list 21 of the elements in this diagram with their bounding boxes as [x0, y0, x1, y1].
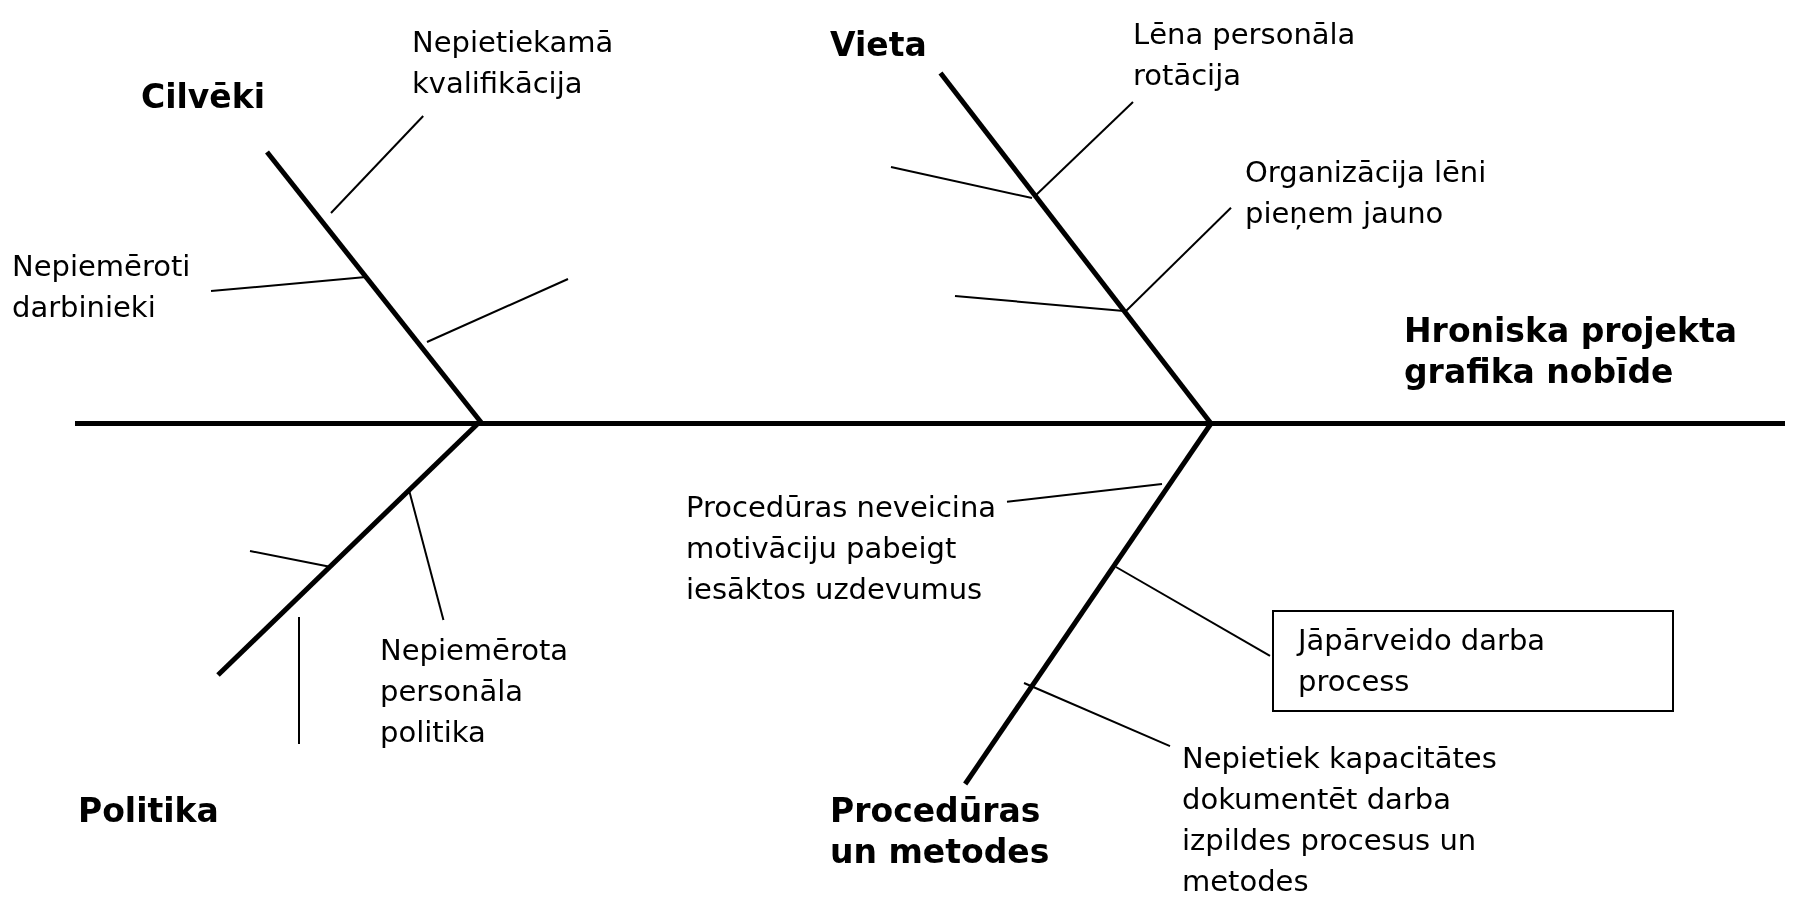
leader-line — [408, 489, 445, 621]
leader-line — [1006, 483, 1163, 503]
category-label: Procedūras un metodes — [830, 790, 1090, 872]
leader-line — [1034, 101, 1134, 197]
cause-label: Nepiemēroti darbinieki — [12, 246, 208, 328]
effect-label: Hroniska projekta grafika nobīde — [1404, 310, 1794, 392]
leader-line — [1023, 682, 1171, 748]
cause-label: Procedūras neveicina motivāciju pabeigt iesāktos uzdevumus — [686, 487, 1004, 610]
leader-line — [210, 276, 367, 293]
category-label: Vieta — [830, 24, 960, 65]
cause-label: Nepietiek kapacitātes dokumentēt darba izpildes procesus un metodes — [1182, 738, 1562, 902]
cause-label: Organizācija lēni pieņem jauno — [1245, 152, 1575, 234]
category-label: Cilvēki — [141, 76, 321, 117]
leader-line — [330, 115, 425, 214]
category-label: Politika — [78, 790, 278, 831]
cause-label: Nepiemērota personāla politika — [380, 630, 615, 753]
cause-box: Jāpārveido darba process — [1272, 610, 1674, 712]
leader-line — [1125, 206, 1232, 312]
cause-label: Lēna personāla rotācija — [1133, 14, 1433, 96]
leader-line — [1115, 566, 1271, 657]
cause-label: Nepietiekamā kvalifikācija — [412, 22, 692, 104]
